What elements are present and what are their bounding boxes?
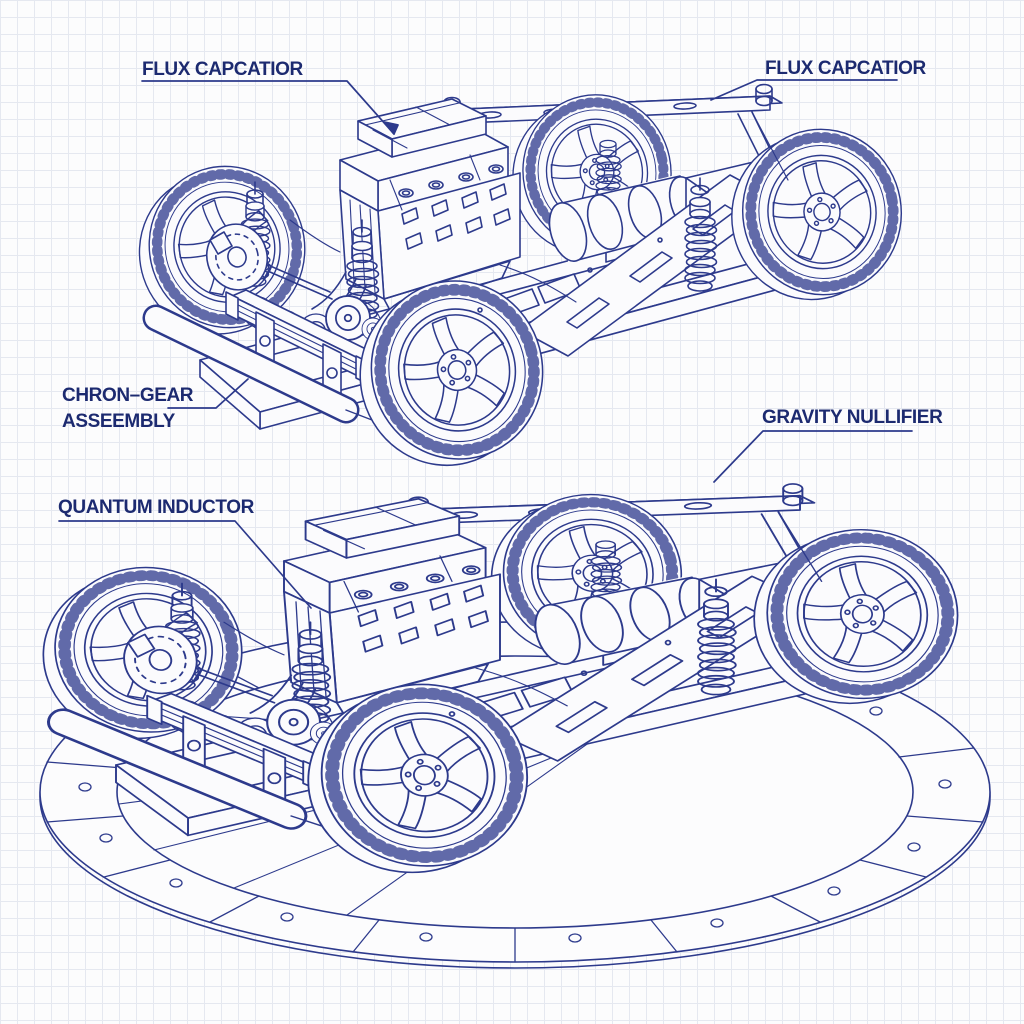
callout-flux-capcatior-top-left: FLUX CAPCATIOR	[142, 59, 303, 80]
leader-arrowhead	[383, 121, 399, 135]
callout-flux-capcatior-top-right: FLUX CAPCATIOR	[765, 58, 926, 79]
callout-leader-lines	[58, 79, 913, 609]
callout-chron-gear-line2: ASSEEMBLY	[62, 411, 175, 432]
callout-chron-gear-line1: CHRON–GEAR	[62, 385, 194, 406]
callout-chron-gear-assembly: CHRON–GEAR ASSEEMBLY	[62, 383, 194, 435]
callout-gravity-nullifier: GRAVITY NULLIFIER	[762, 407, 943, 428]
callout-quantum-inductor: QUANTUM INDUCTOR	[58, 497, 254, 518]
